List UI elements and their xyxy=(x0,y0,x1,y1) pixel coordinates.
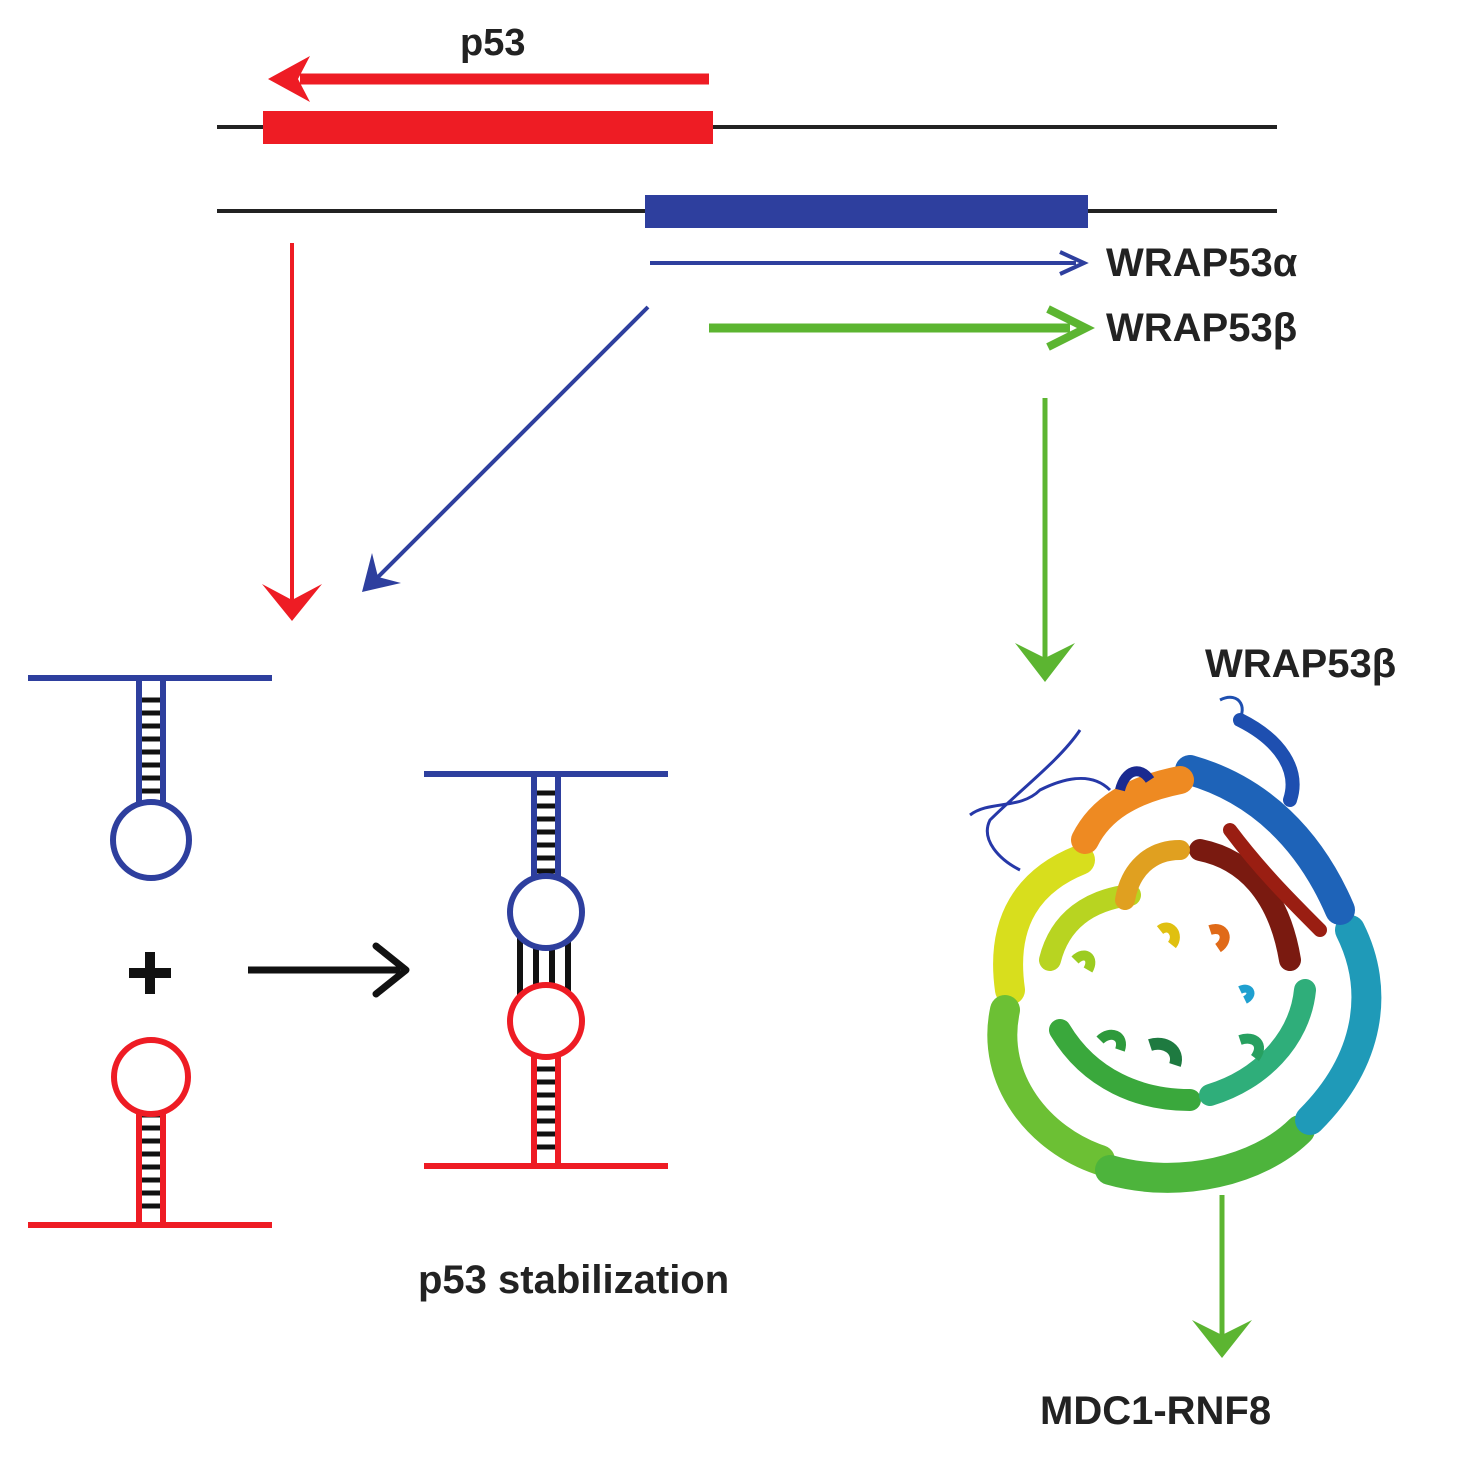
p53-transcript-arrow-head xyxy=(268,56,310,102)
wrap53-rna-hairpin xyxy=(28,675,272,881)
wrap53-diagonal-arrow-head xyxy=(362,553,401,592)
wrap53-alpha-arrow-head xyxy=(1059,250,1089,276)
wrap53-beta-arrow-head xyxy=(1046,305,1095,351)
p53-down-arrow-head xyxy=(262,584,322,621)
wrap53-diagonal-arrow-shaft xyxy=(373,305,650,582)
beta-to-protein-arrow-head xyxy=(1015,643,1075,682)
protein-to-mdc1-arrow-head xyxy=(1192,1320,1252,1358)
reaction-arrow-head xyxy=(372,942,410,998)
plus-icon xyxy=(129,952,171,994)
wrap53-alpha-label: WRAP53α xyxy=(1106,241,1298,285)
p53-stabilization-label: p53 stabilization xyxy=(418,1258,730,1302)
protein-title-label: WRAP53β xyxy=(1205,642,1397,686)
wrap53-beta-label: WRAP53β xyxy=(1106,306,1298,350)
p53-rna-hairpin xyxy=(28,1037,272,1228)
p53-gene-bar xyxy=(263,111,713,144)
p53-gene-label: p53 xyxy=(460,22,526,64)
wrap53-gene-bar xyxy=(645,195,1088,228)
mdc1-rnf8-label: MDC1-RNF8 xyxy=(1040,1389,1272,1433)
rna-duplex-complex xyxy=(424,771,668,1169)
wrap53-beta-protein-structure-icon xyxy=(969,695,1382,1193)
